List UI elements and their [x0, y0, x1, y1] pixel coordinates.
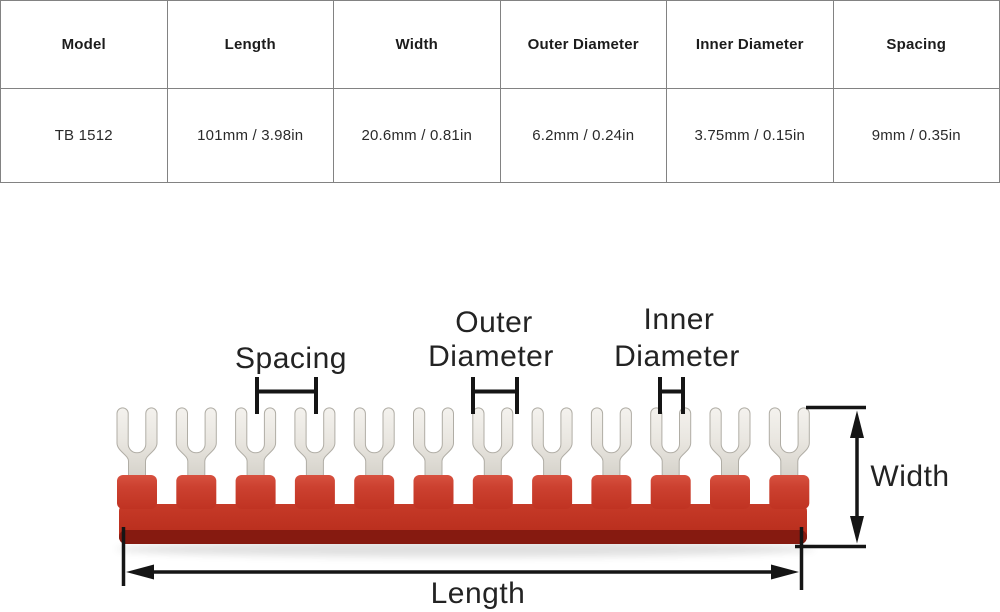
inner-diameter-label-line1: Inner — [644, 303, 715, 336]
posts-layer — [117, 475, 810, 509]
col-header-inner-diameter: Inner Diameter — [666, 0, 834, 89]
base-post — [472, 475, 513, 509]
cell-spacing: 9mm / 0.35in — [832, 88, 1000, 183]
base-post — [235, 475, 276, 509]
fork-terminal — [531, 407, 573, 482]
spacing-dimension-bracket — [255, 377, 318, 414]
width-label: Width — [870, 460, 949, 493]
fork-terminal — [768, 407, 810, 482]
red-base — [119, 504, 807, 544]
outer-diameter-label-line1: Outer — [455, 306, 533, 339]
base-post — [117, 475, 157, 509]
base-post — [413, 475, 454, 509]
inner-diameter-label-line2: Diameter — [614, 340, 740, 373]
cell-length: 101mm / 3.98in — [166, 88, 334, 183]
cell-inner-diameter: 3.75mm / 0.15in — [666, 88, 834, 183]
col-header-outer-diameter: Outer Diameter — [499, 0, 667, 89]
width-dimension-arrow — [795, 405, 866, 549]
cell-outer-diameter: 6.2mm / 0.24in — [499, 88, 667, 183]
base-post — [354, 475, 395, 509]
fork-terminal — [294, 407, 336, 482]
col-header-spacing: Spacing — [832, 0, 1000, 89]
fork-terminal — [413, 407, 454, 482]
base-post — [650, 475, 691, 509]
fork-terminal — [709, 407, 751, 482]
base-bottom-edge — [119, 530, 807, 544]
fork-terminal — [650, 407, 692, 482]
product-shadow — [115, 541, 815, 557]
fork-terminal — [175, 407, 217, 482]
fork-terminal — [353, 407, 395, 482]
cell-width: 20.6mm / 0.81in — [333, 88, 501, 183]
terminal-strip-diagram: Spacing Outer Diameter Inner Diameter Wi… — [115, 303, 949, 610]
col-header-model: Model — [0, 0, 168, 89]
spacing-label: Spacing — [235, 342, 347, 375]
base-post — [294, 475, 335, 509]
table-header-row: Model Length Width Outer Diameter Inner … — [0, 0, 1000, 89]
base-post — [532, 475, 573, 509]
base-post — [769, 475, 810, 509]
cell-model: TB 1512 — [0, 88, 168, 183]
col-header-width: Width — [333, 0, 501, 89]
base-post — [710, 475, 750, 509]
spec-table: Model Length Width Outer Diameter Inner … — [0, 0, 1000, 183]
base-post — [176, 475, 217, 509]
fork-terminal — [472, 407, 514, 482]
col-header-length: Length — [166, 0, 334, 89]
fork-terminal — [235, 407, 277, 482]
fork-terminal — [590, 407, 632, 482]
forks-layer — [116, 407, 810, 482]
table-row: TB 1512 101mm / 3.98in 20.6mm / 0.81in 6… — [0, 88, 1000, 183]
length-label: Length — [431, 577, 526, 610]
base-post — [591, 475, 632, 509]
fork-terminal — [116, 407, 158, 482]
outer-diameter-label-line2: Diameter — [428, 340, 554, 373]
inner-diameter-bracket — [658, 377, 685, 414]
length-dimension-arrow — [121, 527, 804, 590]
outer-diameter-bracket — [471, 377, 519, 414]
